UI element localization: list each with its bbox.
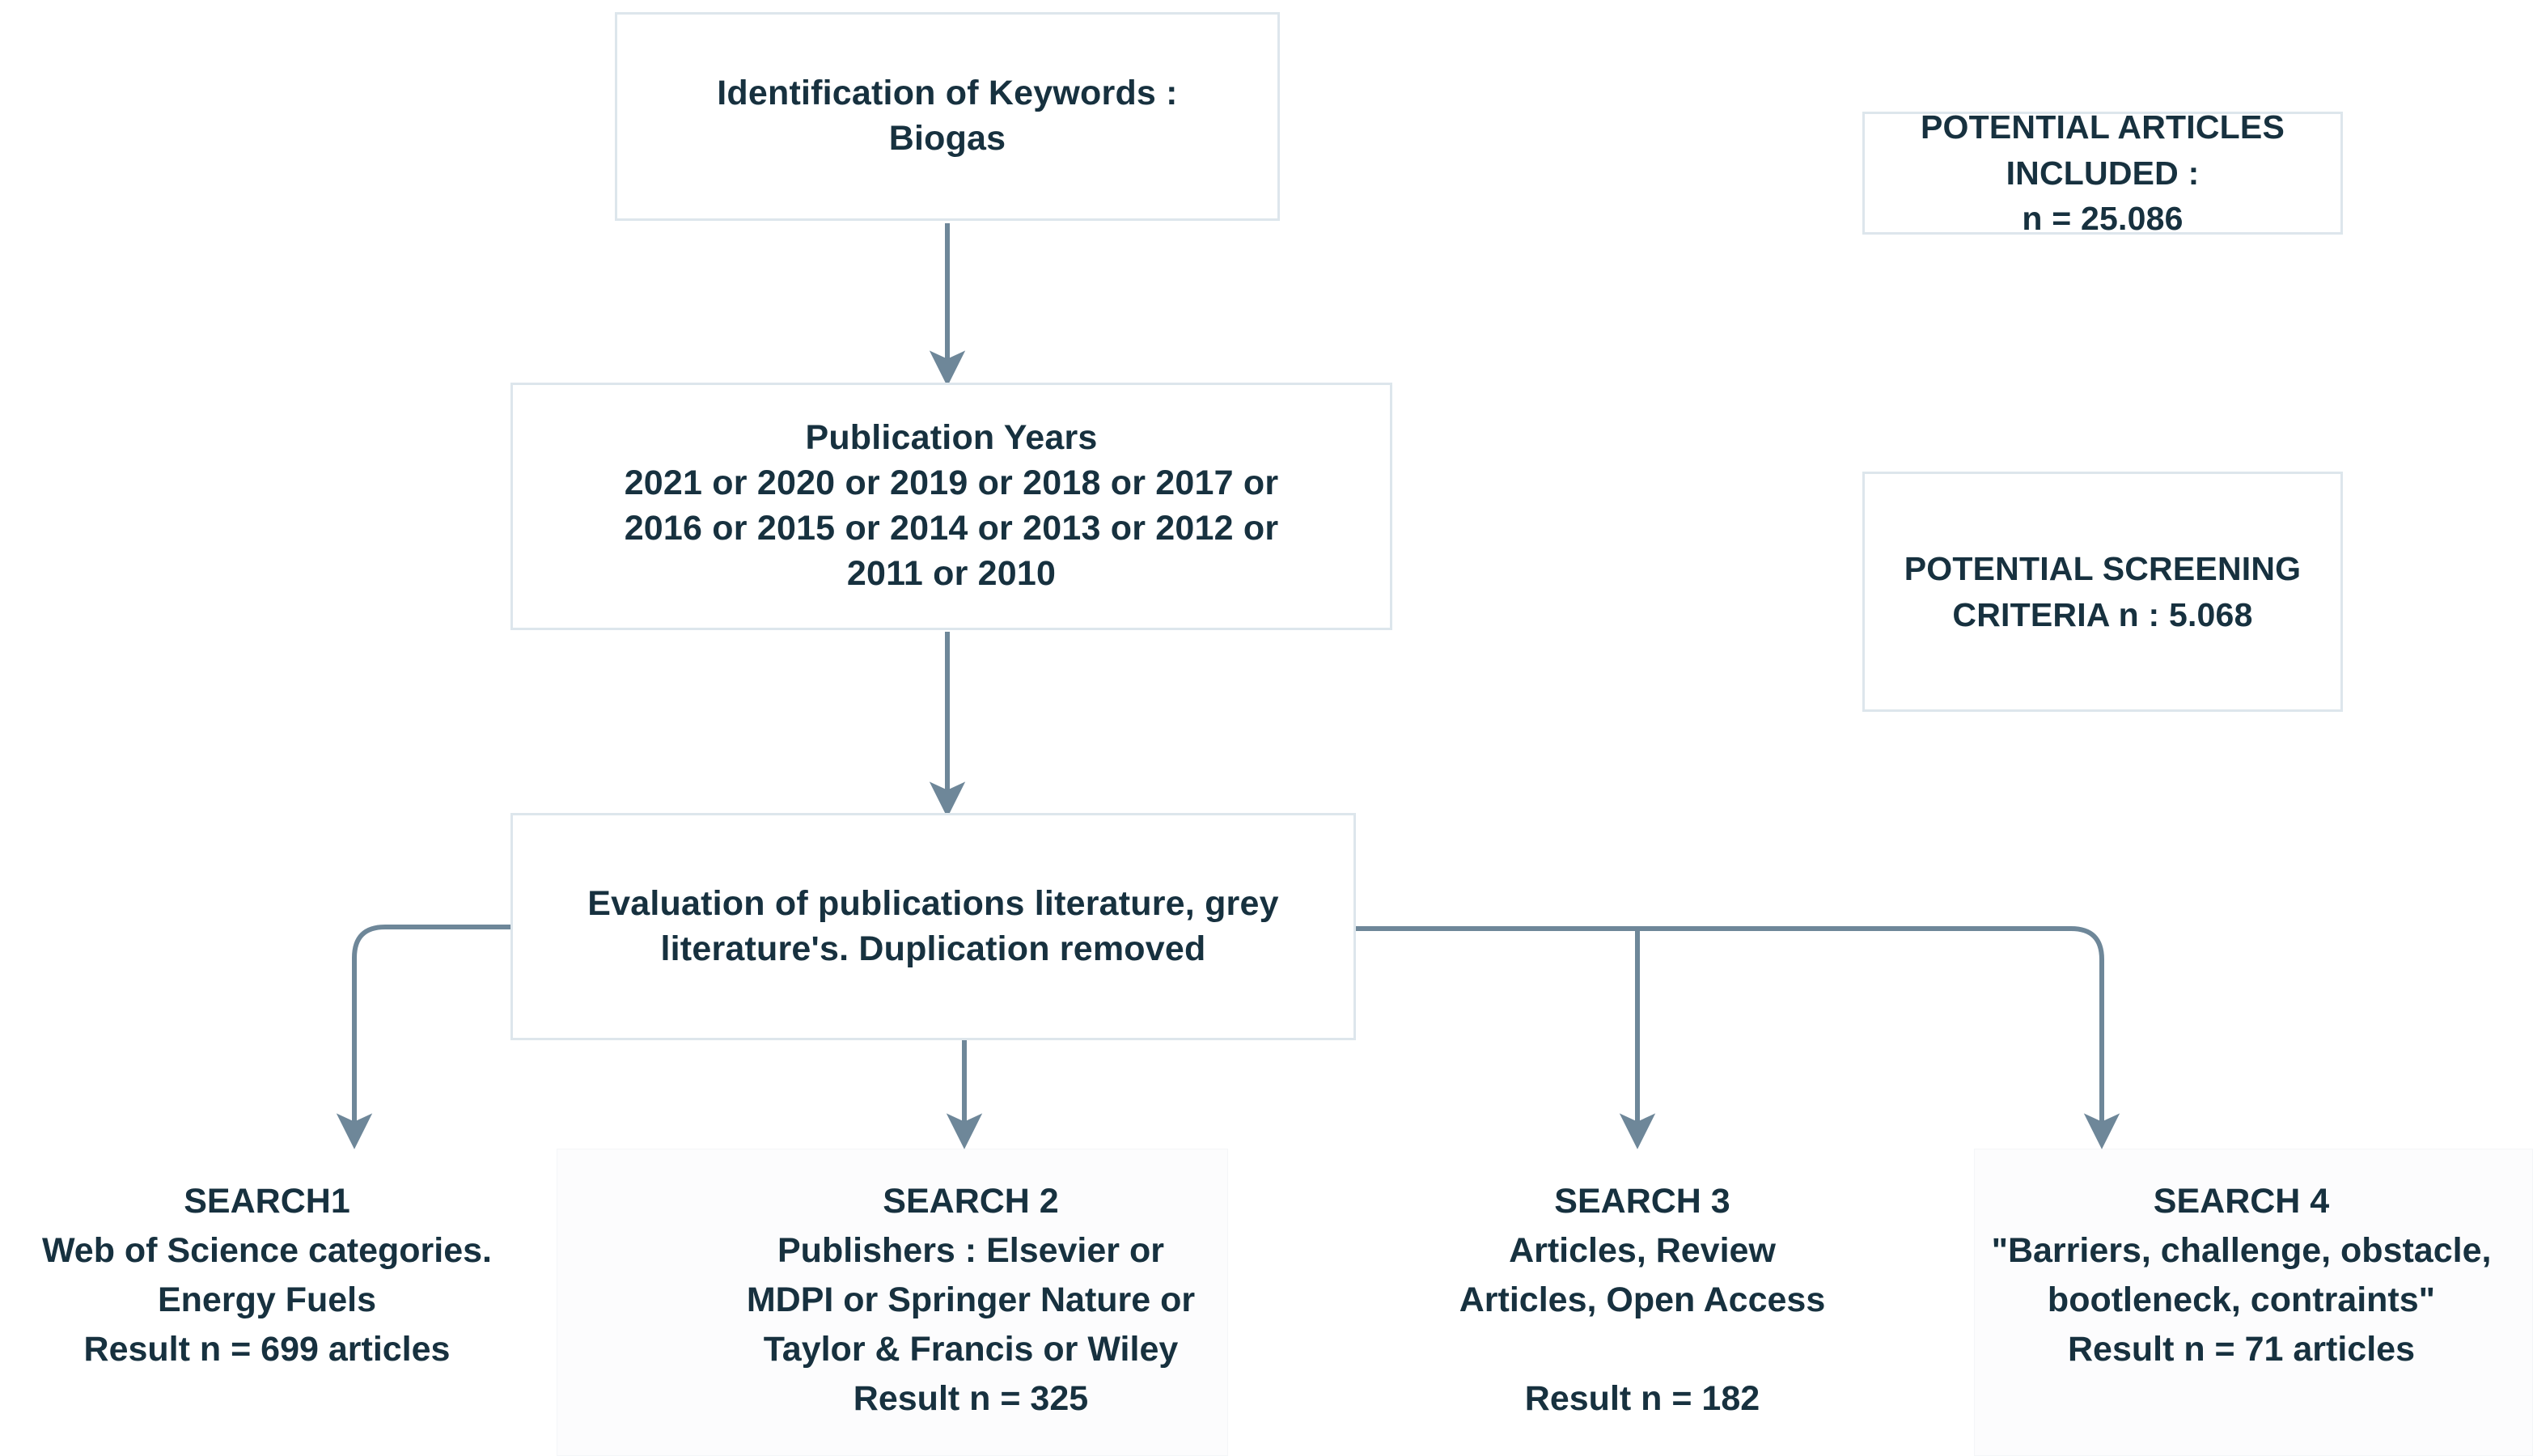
node-line: INCLUDED : bbox=[2006, 154, 2200, 192]
node-line: 2016 or 2015 or 2014 or 2013 or 2012 or bbox=[624, 509, 1279, 548]
search-line: MDPI or Springer Nature or bbox=[746, 1280, 1196, 1320]
node-line: POTENTIAL SCREENING bbox=[1904, 549, 2302, 587]
node-line: Identification of Keywords : bbox=[717, 74, 1178, 113]
leaf-search3: SEARCH 3 Articles, Review Articles, Open… bbox=[1367, 1177, 1917, 1424]
search-line: Web of Science categories. bbox=[41, 1231, 493, 1271]
node-line: n = 25.086 bbox=[2022, 200, 2184, 238]
search-line: Result n = 182 bbox=[1524, 1379, 1760, 1419]
connector-evaluation-to-search3 bbox=[1356, 926, 1656, 1149]
node-line: Publication Years bbox=[805, 418, 1098, 458]
leaf-search1: SEARCH1 Web of Science categories. Energ… bbox=[0, 1177, 534, 1374]
node-line: CRITERIA n : 5.068 bbox=[1952, 595, 2253, 633]
node-line: 2011 or 2010 bbox=[846, 553, 1057, 593]
search-line: SEARCH 3 bbox=[1554, 1182, 1730, 1221]
leaf-search4: SEARCH 4 "Barriers, challenge, obstacle,… bbox=[1950, 1177, 2533, 1374]
node-publication-years: Publication Years 2021 or 2020 or 2019 o… bbox=[510, 383, 1392, 630]
node-line: Evaluation of publications literature, g… bbox=[587, 883, 1279, 923]
search-line: Publishers : Elsevier or bbox=[777, 1231, 1164, 1271]
node-line: literature's. Duplication removed bbox=[660, 929, 1206, 968]
search-line: SEARCH1 bbox=[184, 1182, 350, 1221]
node-line: Biogas bbox=[888, 119, 1006, 158]
leaf-search2: SEARCH 2 Publishers : Elsevier or MDPI o… bbox=[647, 1177, 1294, 1424]
connector-evaluation-to-search1 bbox=[336, 925, 510, 1149]
search-line: "Barriers, challenge, obstacle, bbox=[1991, 1231, 2492, 1271]
search-line: Articles, Open Access bbox=[1459, 1280, 1826, 1320]
search-line: Energy Fuels bbox=[157, 1280, 377, 1320]
node-potential-screening-criteria: POTENTIAL SCREENING CRITERIA n : 5.068 bbox=[1862, 472, 2343, 712]
search-line: SEARCH 4 bbox=[2153, 1182, 2330, 1221]
node-evaluation-of-publications: Evaluation of publications literature, g… bbox=[510, 813, 1356, 1040]
node-line: POTENTIAL ARTICLES bbox=[1920, 108, 2285, 146]
search-line: Articles, Review bbox=[1509, 1231, 1776, 1271]
search-line: Result n = 71 articles bbox=[2067, 1330, 2415, 1369]
search-line: bootleneck, contraints" bbox=[2047, 1280, 2436, 1320]
background-panel-left bbox=[557, 1149, 1228, 1456]
search-line: SEARCH 2 bbox=[883, 1182, 1059, 1221]
node-identification-of-keywords: Identification of Keywords : Biogas bbox=[615, 12, 1280, 221]
connector-evaluation-to-search4 bbox=[1356, 926, 2120, 1149]
node-potential-articles-included: POTENTIAL ARTICLES INCLUDED : n = 25.086 bbox=[1862, 108, 2343, 237]
search-line-spacer bbox=[1637, 1325, 1647, 1374]
search-line: Result n = 699 articles bbox=[83, 1330, 451, 1369]
search-line: Taylor & Francis or Wiley bbox=[763, 1330, 1179, 1369]
search-line: Result n = 325 bbox=[853, 1379, 1089, 1419]
node-line: 2021 or 2020 or 2019 or 2018 or 2017 or bbox=[624, 463, 1279, 503]
background-panel-right bbox=[1974, 1149, 2533, 1456]
